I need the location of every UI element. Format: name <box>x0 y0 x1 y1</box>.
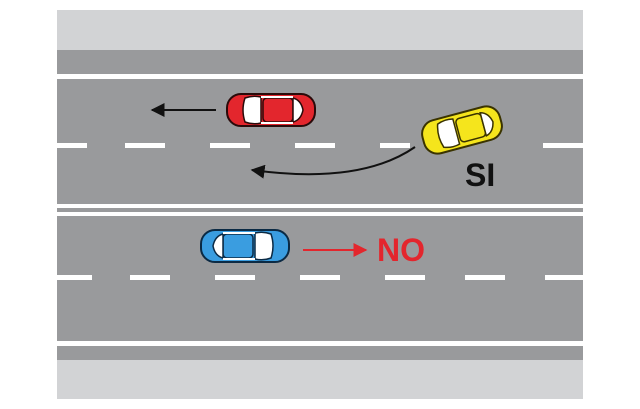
red-car <box>226 93 316 127</box>
yellow-car <box>421 105 503 155</box>
bottom-edge-line <box>57 341 583 346</box>
label-yes: SI <box>465 157 495 193</box>
center-line-lower <box>57 212 583 216</box>
center-line-upper <box>57 204 583 208</box>
bottom-shoulder <box>57 360 583 399</box>
top-edge-line <box>57 74 583 79</box>
label-no: NO <box>377 232 425 268</box>
upper-lane-dashes <box>57 143 583 148</box>
top-shoulder <box>57 10 583 50</box>
lower-lane-dashes <box>57 275 583 280</box>
yellow-car-curved-arrow <box>250 146 416 179</box>
blue-car <box>200 229 290 263</box>
